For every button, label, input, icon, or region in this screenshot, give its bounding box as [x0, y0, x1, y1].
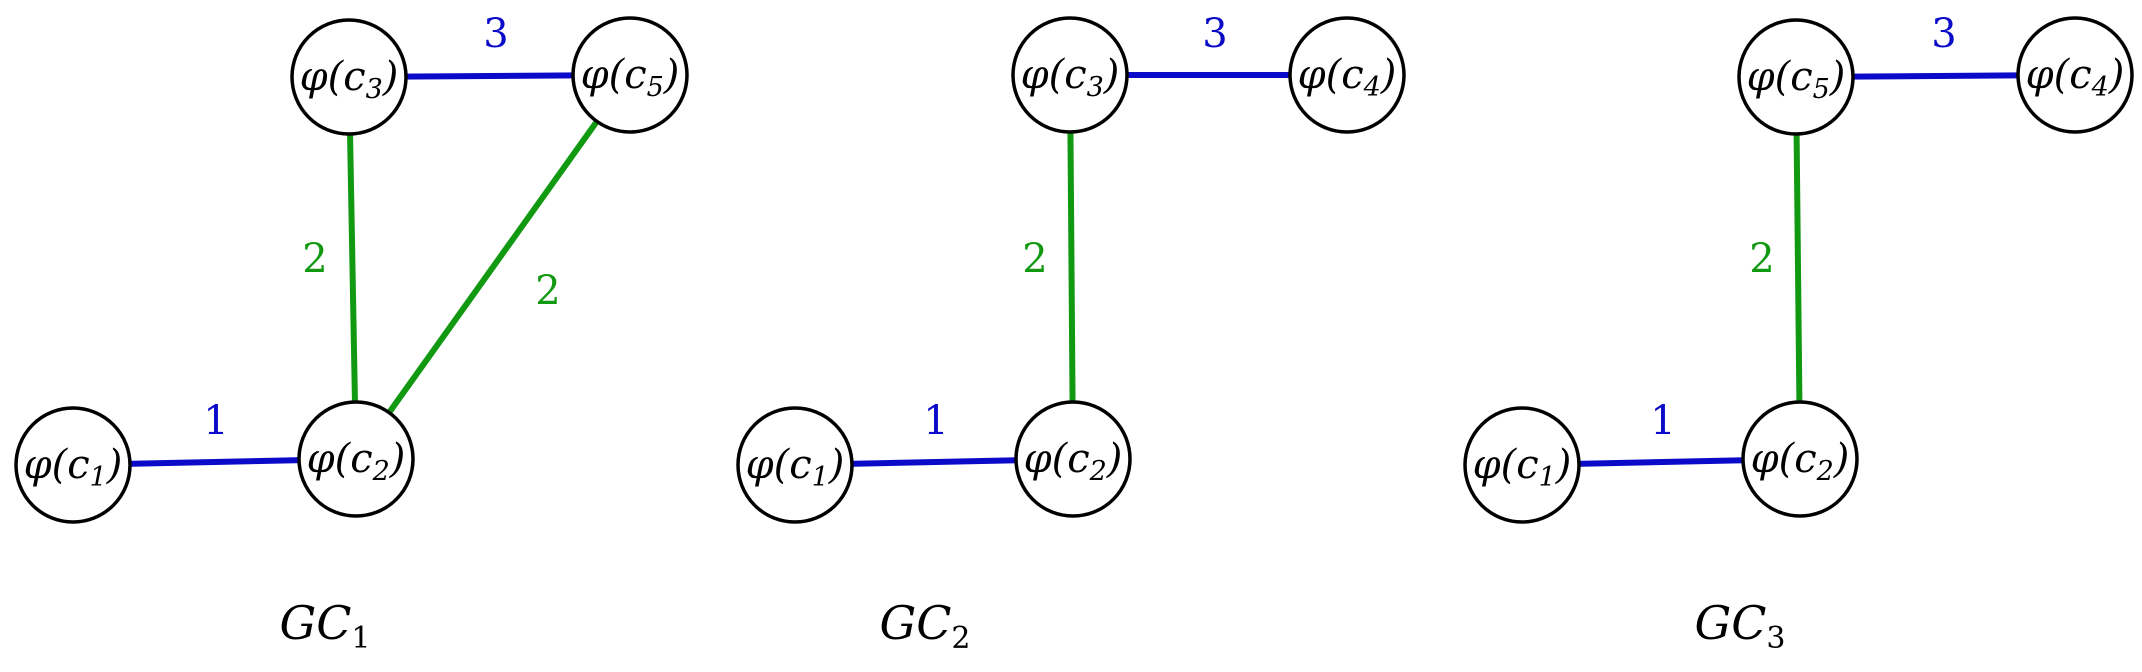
node-label-subscript: 1 — [90, 462, 107, 493]
graph-title-main: GC — [879, 596, 951, 650]
node-circle — [1014, 400, 1132, 518]
node-label-subscript: 4 — [2091, 72, 2109, 103]
node-c4: φ(c4) — [1288, 16, 1406, 134]
graph-title-main: GC — [1694, 596, 1766, 650]
edge-label-c5-c2: 2 — [535, 268, 560, 314]
node-c5: φ(c5) — [571, 16, 689, 134]
node-label-subscript: 2 — [1816, 456, 1834, 487]
node-label-close: ) — [1380, 52, 1397, 98]
node-circle — [571, 16, 689, 134]
node-label: φ(c1) — [746, 442, 845, 493]
graph-title-subscript: 3 — [1766, 621, 1785, 656]
graph-title-main: GC — [279, 596, 351, 650]
node-c3: φ(c3) — [290, 18, 408, 136]
node-label: φ(c2) — [1751, 436, 1850, 487]
node-label-main: φ(c — [2026, 52, 2092, 98]
node-label: φ(c2) — [1024, 436, 1123, 487]
graph-title: GC1 — [279, 596, 370, 656]
node-circle — [297, 400, 415, 518]
node-circle — [1737, 18, 1855, 136]
node-label-subscript: 3 — [366, 74, 383, 105]
edge-label-c3-c2: 2 — [302, 236, 327, 282]
node-label: φ(c5) — [581, 52, 680, 103]
graph-title-subscript: 1 — [351, 621, 370, 656]
node-label-subscript: 4 — [1363, 72, 1381, 103]
node-label-close: ) — [2108, 52, 2125, 98]
node-label-main: φ(c — [1751, 436, 1817, 482]
node-label-close: ) — [382, 54, 399, 100]
edge-c3-c2 — [346, 76, 359, 460]
node-label-close: ) — [663, 52, 680, 98]
node-label-main: φ(c — [307, 436, 373, 482]
node-label: φ(c1) — [1473, 442, 1572, 493]
node-c1: φ(c1) — [736, 406, 854, 524]
edge-label-c1-c2: 1 — [1650, 398, 1675, 444]
node-c3: φ(c3) — [1011, 16, 1129, 134]
node-label-close: ) — [1106, 436, 1123, 482]
node-label-main: φ(c — [1747, 54, 1813, 100]
node-label-subscript: 1 — [812, 462, 829, 493]
node-label-main: φ(c — [1473, 442, 1539, 488]
node-label-main: φ(c — [1298, 52, 1364, 98]
node-circle — [1741, 400, 1859, 518]
edge-label-c1-c2: 1 — [923, 398, 948, 444]
node-circle — [736, 406, 854, 524]
node-label-close: ) — [389, 436, 406, 482]
node-label-main: φ(c — [746, 442, 812, 488]
node-c2: φ(c2) — [297, 400, 415, 518]
edge-label-c5-c4: 3 — [1931, 11, 1956, 57]
edge-label-c3-c4: 3 — [1202, 11, 1227, 57]
node-label-close: ) — [1833, 436, 1850, 482]
node-circle — [14, 406, 132, 524]
node-c1: φ(c1) — [14, 406, 132, 524]
edge-label-c1-c2: 1 — [203, 398, 228, 444]
node-label-close: ) — [1829, 54, 1846, 100]
graph-title-subscript: 2 — [951, 621, 970, 656]
node-c2: φ(c2) — [1741, 400, 1859, 518]
edge-c5-c2 — [353, 73, 633, 461]
node-label-subscript: 5 — [647, 72, 664, 103]
node-circle — [1463, 406, 1581, 524]
edge-c5-c2 — [1793, 76, 1803, 460]
node-circle — [2016, 16, 2134, 134]
node-label-main: φ(c — [1021, 52, 1087, 98]
node-label-main: φ(c — [1024, 436, 1090, 482]
node-c2: φ(c2) — [1014, 400, 1132, 518]
node-label-main: φ(c — [24, 442, 90, 488]
edge-label-c3-c5: 3 — [483, 11, 508, 57]
node-label: φ(c4) — [2026, 52, 2125, 103]
node-label-subscript: 1 — [1539, 462, 1556, 493]
node-label: φ(c3) — [1021, 52, 1120, 103]
node-c5: φ(c5) — [1737, 18, 1855, 136]
node-label-subscript: 2 — [1089, 456, 1107, 487]
node-label-subscript: 5 — [1813, 74, 1830, 105]
node-label-close: ) — [1103, 52, 1120, 98]
node-label-close: ) — [106, 442, 123, 488]
node-label: φ(c3) — [300, 54, 399, 105]
node-label-subscript: 2 — [372, 456, 390, 487]
node-label-main: φ(c — [581, 52, 647, 98]
node-c1: φ(c1) — [1463, 406, 1581, 524]
node-label: φ(c2) — [307, 436, 406, 487]
node-label-close: ) — [1555, 442, 1572, 488]
edge-c3-c2 — [1067, 74, 1076, 460]
node-label-close: ) — [828, 442, 845, 488]
node-circle — [1011, 16, 1129, 134]
node-label: φ(c5) — [1747, 54, 1846, 105]
graph-title: GC2 — [879, 596, 970, 656]
graph-title: GC3 — [1694, 596, 1785, 656]
edge-label-c3-c2: 2 — [1022, 236, 1047, 282]
node-label: φ(c1) — [24, 442, 123, 493]
node-label-subscript: 3 — [1087, 72, 1104, 103]
node-circle — [290, 18, 408, 136]
edge-label-c5-c2: 2 — [1749, 236, 1774, 282]
node-c4: φ(c4) — [2016, 16, 2134, 134]
node-circle — [1288, 16, 1406, 134]
node-label-main: φ(c — [300, 54, 366, 100]
node-label: φ(c4) — [1298, 52, 1397, 103]
